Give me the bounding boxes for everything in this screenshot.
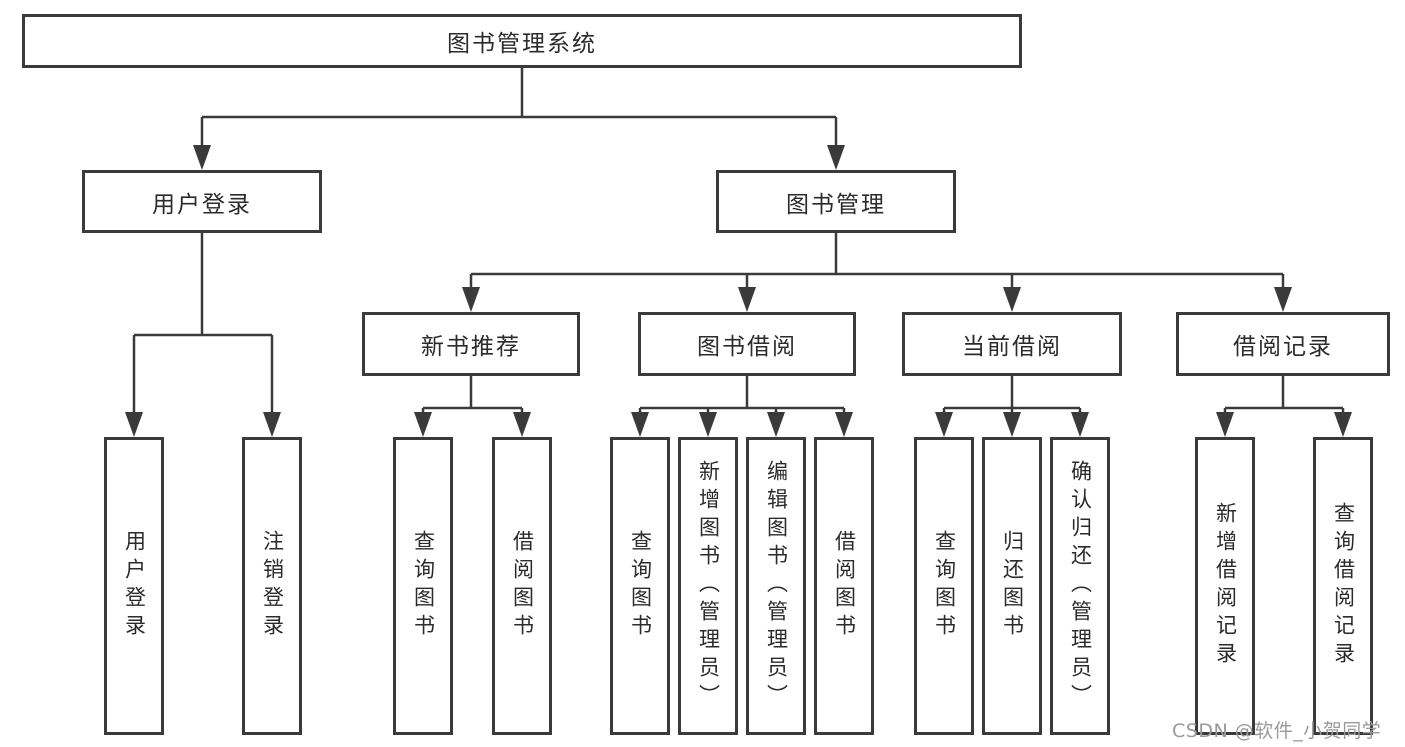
node-leaf-newbook-borrow: 借阅图书 bbox=[492, 437, 552, 735]
arrow-down-icon bbox=[193, 145, 211, 170]
node-leaf-record-add-label: 新增借阅记录 bbox=[1213, 502, 1238, 670]
node-leaf-borrow-edit-admin-label: 编辑图书（管理员） bbox=[764, 460, 789, 712]
node-leaf-newbook-borrow-label: 借阅图书 bbox=[510, 530, 535, 642]
arrow-down-icon bbox=[125, 412, 143, 437]
arrow-down-icon bbox=[1216, 412, 1234, 437]
arrowheads bbox=[125, 145, 1352, 437]
arrow-down-icon bbox=[935, 412, 953, 437]
arrow-down-icon bbox=[1274, 287, 1292, 312]
node-new-book-recommend: 新书推荐 bbox=[362, 312, 580, 376]
node-leaf-newbook-query-label: 查询图书 bbox=[411, 530, 436, 642]
node-leaf-borrow-add-admin-label: 新增图书（管理员） bbox=[696, 460, 721, 712]
node-book-manage-branch-label: 图书管理 bbox=[786, 191, 886, 218]
node-leaf-current-return: 归还图书 bbox=[982, 437, 1042, 735]
node-leaf-record-query: 查询借阅记录 bbox=[1313, 437, 1373, 735]
node-leaf-borrow-edit-admin: 编辑图书（管理员） bbox=[746, 437, 806, 735]
node-book-borrow-label: 图书借阅 bbox=[697, 334, 797, 360]
arrow-down-icon bbox=[414, 412, 432, 437]
arrow-down-icon bbox=[699, 412, 717, 437]
arrow-down-icon bbox=[631, 412, 649, 437]
node-leaf-borrow-query: 查询图书 bbox=[610, 437, 670, 735]
node-leaf-current-query-label: 查询图书 bbox=[932, 530, 957, 642]
node-book-manage-branch: 图书管理 bbox=[716, 170, 956, 233]
node-leaf-logout-label: 注销登录 bbox=[260, 530, 285, 642]
node-leaf-current-confirm-admin-label: 确认归还（管理员） bbox=[1068, 460, 1093, 712]
node-root-label: 图书管理系统 bbox=[447, 31, 597, 57]
arrow-down-icon bbox=[1003, 287, 1021, 312]
node-leaf-current-confirm-admin: 确认归还（管理员） bbox=[1050, 437, 1110, 735]
node-user-login-branch: 用户登录 bbox=[82, 170, 322, 233]
arrow-down-icon bbox=[462, 287, 480, 312]
node-borrow-record-label: 借阅记录 bbox=[1233, 334, 1333, 360]
node-leaf-current-query: 查询图书 bbox=[914, 437, 974, 735]
arrow-down-icon bbox=[827, 145, 845, 170]
arrow-down-icon bbox=[263, 412, 281, 437]
node-leaf-user-login-label: 用户登录 bbox=[122, 530, 147, 642]
arrow-down-icon bbox=[1003, 412, 1021, 437]
arrow-down-icon bbox=[835, 412, 853, 437]
arrow-down-icon bbox=[1071, 412, 1089, 437]
node-leaf-borrow-query-label: 查询图书 bbox=[628, 530, 653, 642]
arrow-down-icon bbox=[767, 412, 785, 437]
watermark: CSDN @软件_小贺同学 bbox=[1172, 720, 1382, 742]
node-book-borrow: 图书借阅 bbox=[638, 312, 856, 376]
node-borrow-record: 借阅记录 bbox=[1176, 312, 1390, 376]
node-leaf-logout: 注销登录 bbox=[242, 437, 302, 735]
node-leaf-newbook-query: 查询图书 bbox=[393, 437, 453, 735]
node-leaf-current-return-label: 归还图书 bbox=[1000, 530, 1025, 642]
node-new-book-recommend-label: 新书推荐 bbox=[421, 334, 521, 360]
node-current-borrow-label: 当前借阅 bbox=[962, 334, 1062, 360]
arrow-down-icon bbox=[513, 412, 531, 437]
node-leaf-record-query-label: 查询借阅记录 bbox=[1331, 502, 1356, 670]
node-leaf-user-login: 用户登录 bbox=[104, 437, 164, 735]
node-leaf-record-add: 新增借阅记录 bbox=[1195, 437, 1255, 735]
node-user-login-branch-label: 用户登录 bbox=[152, 191, 252, 218]
node-current-borrow: 当前借阅 bbox=[902, 312, 1122, 376]
arrow-down-icon bbox=[1334, 412, 1352, 437]
node-leaf-borrow-borrow-label: 借阅图书 bbox=[832, 530, 857, 642]
node-root: 图书管理系统 bbox=[22, 14, 1022, 68]
node-leaf-borrow-add-admin: 新增图书（管理员） bbox=[678, 437, 738, 735]
arrow-down-icon bbox=[738, 287, 756, 312]
node-leaf-borrow-borrow: 借阅图书 bbox=[814, 437, 874, 735]
